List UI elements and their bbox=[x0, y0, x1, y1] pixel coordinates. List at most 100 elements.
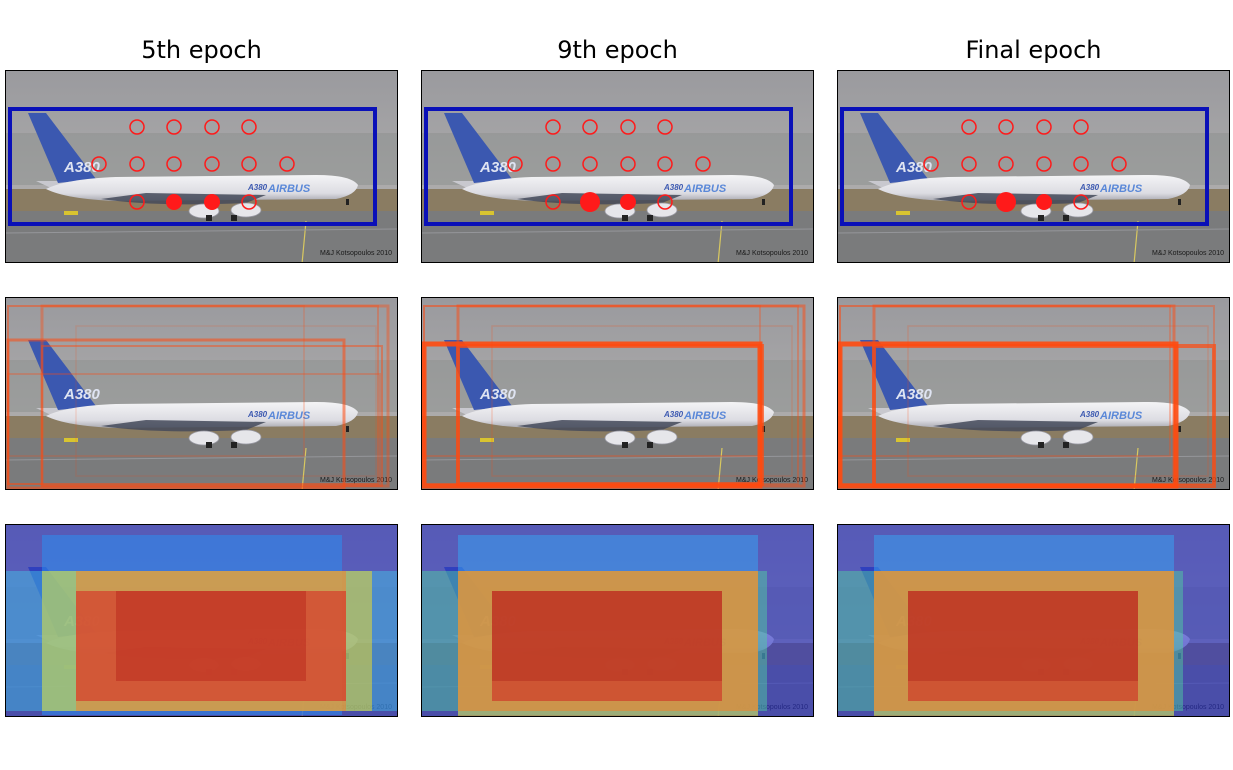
landing-gear bbox=[206, 215, 212, 221]
heatmap-cell bbox=[492, 591, 722, 701]
wing bbox=[101, 420, 266, 432]
wing bbox=[933, 420, 1098, 432]
engine-2 bbox=[646, 202, 678, 218]
tail-logo-text: A380 bbox=[895, 386, 933, 403]
sampling-point bbox=[545, 119, 561, 135]
box-proposal bbox=[75, 325, 377, 477]
vertical-tail bbox=[28, 340, 96, 410]
sampling-point bbox=[1036, 194, 1052, 210]
sampling-point bbox=[998, 119, 1014, 135]
fuselage bbox=[46, 402, 358, 428]
engine-2 bbox=[230, 429, 262, 445]
photo-watermark: M&J Kotsopoulos 2010 bbox=[736, 250, 808, 257]
sampling-point bbox=[129, 194, 145, 210]
runway-sign bbox=[64, 438, 78, 442]
fuselage-brand-text: AIRBUS bbox=[683, 410, 727, 422]
sampling-point bbox=[1073, 156, 1089, 172]
engine-1 bbox=[604, 430, 636, 446]
sampling-point bbox=[1073, 194, 1089, 210]
nose-gear bbox=[762, 199, 765, 205]
fuselage-model-text: A380 bbox=[1079, 410, 1100, 419]
photo-watermark: M&J Kotsopoulos 2010 bbox=[320, 250, 392, 257]
sampling-point bbox=[204, 119, 220, 135]
tarmac bbox=[422, 438, 813, 489]
box-proposal bbox=[872, 344, 1216, 488]
sampling-point bbox=[129, 156, 145, 172]
fuselage bbox=[878, 175, 1190, 201]
fuselage-model-text: A380 bbox=[663, 183, 684, 192]
engine-1 bbox=[188, 430, 220, 446]
landing-gear bbox=[622, 442, 628, 448]
wing bbox=[933, 193, 1098, 205]
sampling-point bbox=[1073, 119, 1089, 135]
fuselage-model-text: A380 bbox=[247, 410, 268, 419]
sampling-point bbox=[580, 192, 600, 212]
fuselage-model-text: A380 bbox=[247, 183, 268, 192]
wing bbox=[517, 193, 682, 205]
sampling-point bbox=[166, 194, 182, 210]
vertical-tail bbox=[444, 113, 512, 183]
tarmac bbox=[6, 438, 397, 489]
fuselage bbox=[46, 175, 358, 201]
fuselage-model-text: A380 bbox=[1079, 183, 1100, 192]
heatmap-cell bbox=[908, 591, 1138, 681]
tail-logo-text: A380 bbox=[895, 159, 933, 176]
fuselage-model-text: A380 bbox=[663, 410, 684, 419]
heatmap-cell bbox=[492, 591, 722, 681]
fuselage-brand-text: AIRBUS bbox=[1099, 410, 1143, 422]
sampling-point bbox=[241, 156, 257, 172]
landing-gear bbox=[1063, 442, 1069, 448]
landing-gear bbox=[206, 442, 212, 448]
engine-1 bbox=[1020, 430, 1052, 446]
taxi-line bbox=[1133, 220, 1139, 262]
photo-watermark: M&J Kotsopoulos 2010 bbox=[320, 477, 392, 484]
engine-2 bbox=[646, 429, 678, 445]
fuselage bbox=[462, 402, 774, 428]
sampling-point bbox=[507, 156, 523, 172]
runway-mark bbox=[6, 455, 397, 461]
runway-mark bbox=[422, 455, 813, 461]
sampling-point bbox=[961, 156, 977, 172]
taxi-line bbox=[717, 220, 723, 262]
tarmac bbox=[6, 211, 397, 262]
vertical-tail bbox=[444, 340, 512, 410]
landing-gear bbox=[231, 442, 237, 448]
tarmac bbox=[422, 211, 813, 262]
runway-mark bbox=[838, 455, 1229, 461]
tarmac bbox=[838, 438, 1229, 489]
engine-2 bbox=[1062, 202, 1094, 218]
sampling-point bbox=[279, 156, 295, 172]
fuselage-brand-text: AIRBUS bbox=[267, 410, 311, 422]
runway-sign bbox=[480, 211, 494, 215]
box-proposal bbox=[456, 344, 764, 486]
photo-watermark: M&J Kotsopoulos 2010 bbox=[1152, 477, 1224, 484]
column-title-5th-epoch: 5th epoch bbox=[141, 36, 262, 64]
nose-gear bbox=[1178, 426, 1181, 432]
box-proposal bbox=[6, 338, 346, 489]
sampling-point bbox=[620, 194, 636, 210]
sampling-point bbox=[657, 194, 673, 210]
runway-mark bbox=[6, 228, 397, 234]
tail-logo-text: A380 bbox=[63, 159, 101, 176]
sampling-point bbox=[620, 119, 636, 135]
runway-sign bbox=[480, 438, 494, 442]
sampling-point bbox=[996, 192, 1016, 212]
photo-watermark: M&J Kotsopoulos 2010 bbox=[736, 477, 808, 484]
box-proposal bbox=[40, 304, 390, 488]
box-proposal bbox=[7, 305, 305, 457]
